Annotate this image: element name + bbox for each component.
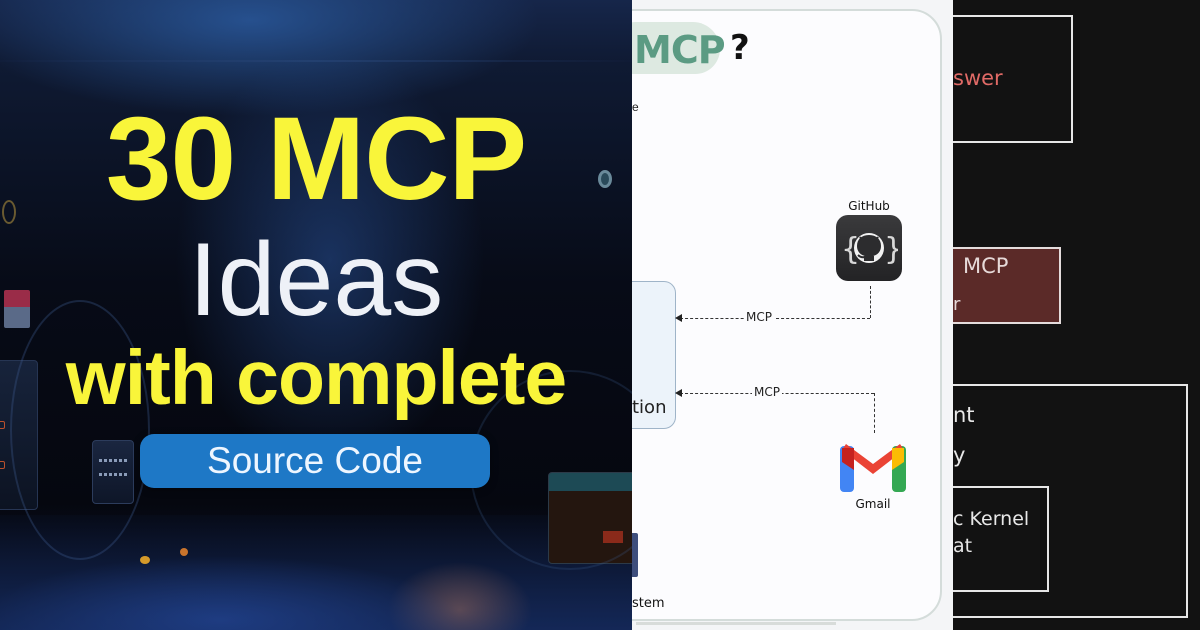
headline-30-mcp: 30 MCP — [105, 93, 527, 225]
edge-label-gmail: MCP — [752, 385, 782, 399]
gmail-connector-vertical — [874, 393, 875, 433]
host-application-label: tion — [632, 397, 667, 418]
github-connector-vertical — [870, 286, 871, 318]
answer-text: swer — [953, 66, 1003, 90]
mcp-diagram-panel: MCP ? e tion GitHub { } MCP MCP Gmail st… — [632, 0, 953, 630]
svg-text:}: } — [884, 232, 898, 267]
knob-decoration — [598, 170, 612, 188]
architecture-dark-panel: swer MCP r nt y c Kernel at — [953, 0, 1200, 630]
mcp-box-subtext: r — [953, 294, 961, 315]
cable-decoration — [10, 300, 150, 560]
host-application-box — [632, 281, 676, 429]
filesystem-label: stem — [632, 596, 665, 611]
headline-ideas: Ideas — [188, 222, 444, 338]
bead-decoration — [180, 548, 188, 556]
card-shadow-bar — [636, 622, 836, 625]
horizon-line — [0, 60, 632, 62]
github-connector-horizontal — [680, 318, 870, 319]
outer-box-line1: nt — [953, 403, 975, 427]
folder-icon — [632, 533, 638, 577]
outer-box-line2: y — [953, 443, 966, 467]
led-indicator — [0, 421, 5, 429]
mcp-box — [953, 247, 1061, 324]
source-code-badge: Source Code — [140, 434, 490, 488]
diagram-title-question: ? — [730, 28, 750, 68]
diagram-card — [632, 9, 942, 621]
gmail-label: Gmail — [855, 497, 891, 511]
outer-container-box — [953, 384, 1188, 618]
arrow-head-icon — [675, 389, 682, 397]
svg-text:{: { — [841, 232, 860, 267]
diagram-title: MCP — [634, 28, 726, 72]
title-highlight-blob — [632, 22, 720, 74]
connector-cap-decoration — [4, 290, 30, 328]
github-icon: { } — [836, 215, 902, 281]
truncated-text: e — [632, 100, 639, 114]
mcp-box-text: MCP — [963, 254, 1009, 278]
hero-banner: 30 MCP Ideas with complete Source Code — [0, 0, 632, 630]
ring-decoration — [2, 200, 16, 224]
kernel-box-line1: c Kernel — [953, 508, 1030, 530]
arrow-head-icon — [675, 314, 682, 322]
github-label: GitHub — [848, 199, 890, 213]
headline-with-complete: with complete — [65, 335, 567, 421]
answer-box — [953, 15, 1073, 143]
gmail-icon — [840, 444, 906, 492]
led-indicator — [0, 461, 5, 469]
bead-decoration — [140, 556, 150, 564]
kernel-box — [953, 486, 1049, 592]
edge-label-github: MCP — [744, 310, 774, 324]
kernel-box-line2: at — [953, 535, 973, 557]
